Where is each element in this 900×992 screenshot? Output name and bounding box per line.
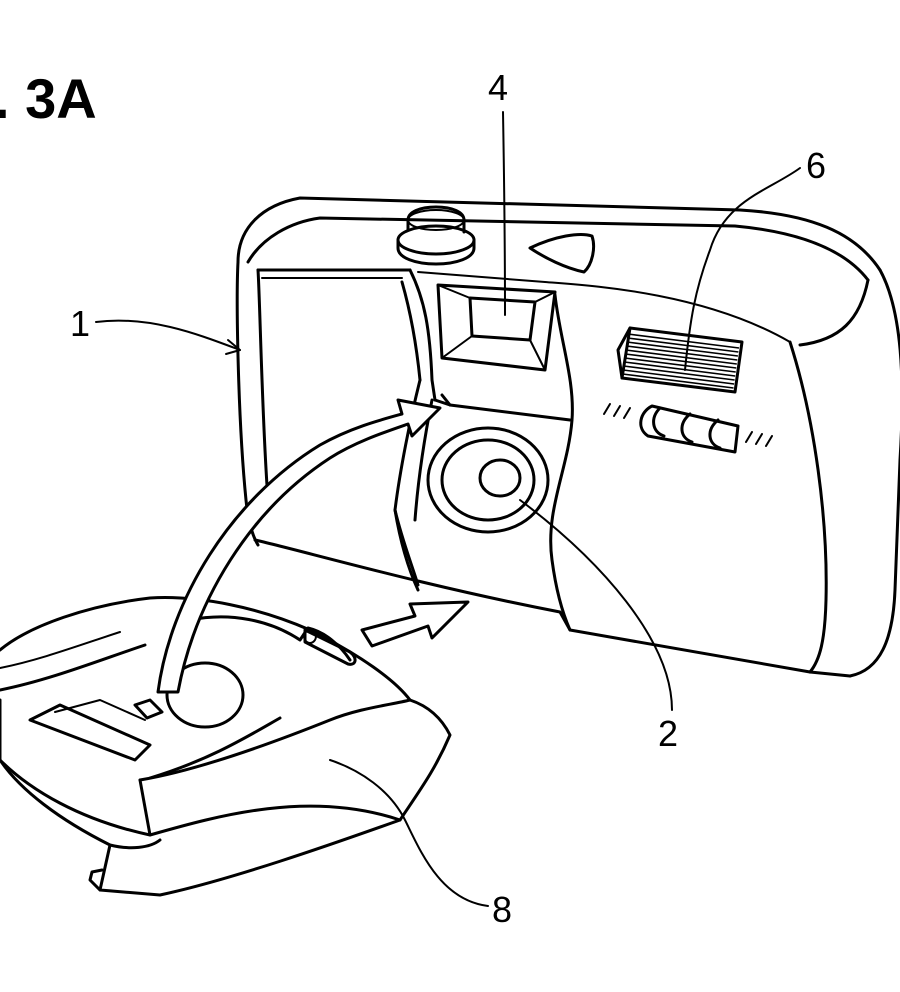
flash-line xyxy=(626,341,739,357)
leader-body xyxy=(95,319,241,351)
label-flash: 6 xyxy=(806,145,826,186)
label-viewfinder: 4 xyxy=(488,67,508,108)
flash-line xyxy=(624,361,736,377)
push-arrow xyxy=(360,600,470,648)
flash-line xyxy=(627,333,740,349)
label-cover: 8 xyxy=(492,889,512,930)
leader-flash xyxy=(684,167,801,371)
label-lens: 2 xyxy=(658,713,678,754)
flash-line xyxy=(625,353,737,369)
leader-viewfinder xyxy=(502,111,506,316)
flash-line xyxy=(623,365,735,381)
leader-cover xyxy=(329,759,489,907)
focus-knob xyxy=(603,403,773,454)
shutter-button xyxy=(396,205,476,266)
figure-title: . 3A xyxy=(0,67,97,130)
flash-line xyxy=(622,369,735,385)
flash-line xyxy=(627,337,739,353)
viewfinder xyxy=(436,283,557,372)
sensor-window xyxy=(528,233,596,274)
flash-line xyxy=(621,377,734,393)
cover-unit xyxy=(0,596,452,897)
flash-line xyxy=(626,345,738,361)
flash-line xyxy=(622,373,734,389)
label-body: 1 xyxy=(70,303,90,344)
flash-line xyxy=(624,357,736,373)
insertion-arrow-curved xyxy=(156,398,442,694)
leader-lens xyxy=(519,499,673,711)
flash-line xyxy=(625,349,737,365)
flash-unit xyxy=(616,326,744,394)
lens xyxy=(426,426,550,534)
